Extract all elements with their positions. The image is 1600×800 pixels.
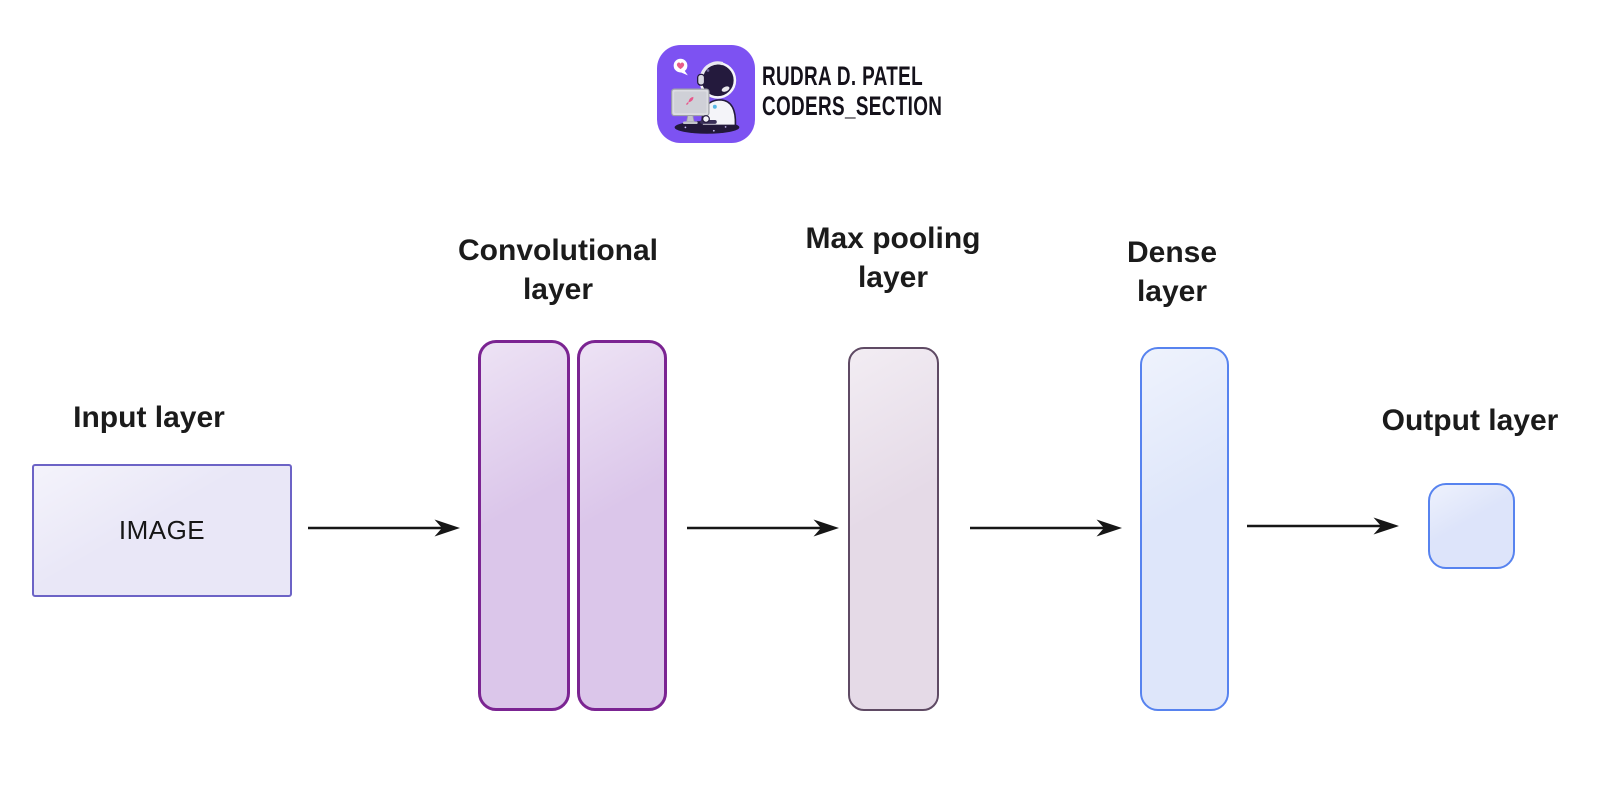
arrow-conv-to-maxpool [687,519,839,537]
max-pooling-layer-label: Max pooling layer [806,219,981,297]
convolutional-layer-bar-2 [577,340,667,711]
dense-layer-label: Dense layer [1127,233,1217,311]
max-pooling-layer-label-line2: layer [857,261,929,294]
brand-name: RUDRA D. PATEL CODERS_SECTION [762,61,972,121]
convolutional-layer-label-line2: layer [522,273,594,306]
input-layer-label: Input layer [73,401,225,434]
max-pooling-layer-label-line1: Max pooling [805,222,981,255]
output-layer-box [1428,483,1515,569]
output-layer-label: Output layer [1381,404,1559,437]
arrow-input-to-conv [308,519,460,537]
max-pooling-layer-bar [848,347,939,711]
brand-name-line1: RUDRA D. PATEL [762,61,923,91]
dense-layer-bar [1140,347,1229,711]
input-layer-box: IMAGE [32,464,292,597]
arrow-maxpool-to-dense [970,519,1122,537]
convolutional-layer-bar-1 [478,340,570,711]
dense-layer-label-line2: layer [1136,275,1208,308]
input-image-text: IMAGE [118,515,206,545]
brand-header: RUDRA D. PATEL CODERS_SECTION [657,45,942,143]
dense-layer-label-line1: Dense [1126,236,1218,269]
astronaut-coder-icon [657,45,755,143]
brand-name-line2: CODERS_SECTION [762,91,943,121]
arrow-dense-to-output [1247,517,1399,535]
convolutional-layer-label-line1: Convolutional [458,234,658,267]
convolutional-layer-label: Convolutional layer [458,231,658,309]
